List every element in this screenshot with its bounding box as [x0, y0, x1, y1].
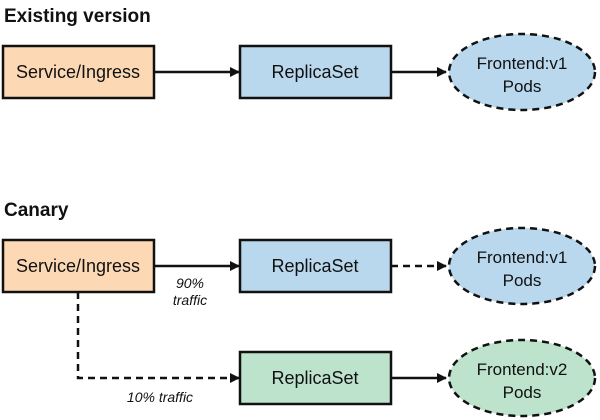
canary-service-to-replicaset-v2-edge — [76, 292, 240, 383]
existing-replicaset-box — [238, 44, 393, 100]
canary-pods-v2-label-line2: Pods — [503, 383, 542, 402]
canary-pods-v2-ellipse — [447, 338, 597, 418]
existing-version-heading: Existing version — [4, 6, 151, 27]
canary-pods-v1-ellipse — [447, 226, 597, 306]
existing-replicaset-label: ReplicaSet — [271, 62, 358, 82]
canary-pods-v2-label-line1: Frontend:v2 — [477, 360, 568, 379]
existing-pods-node: Frontend:v1 Pods — [447, 32, 597, 112]
canary-replicaset-v1-label: ReplicaSet — [271, 256, 358, 276]
canary-replicaset-v2-label: ReplicaSet — [271, 368, 358, 388]
canary-heading: Canary — [4, 200, 69, 221]
canary-replicaset-v2-box — [238, 350, 393, 406]
canary-pods-v1-label-line1: Frontend:v1 — [477, 248, 568, 267]
canary-replicaset-v1-node: ReplicaSet — [238, 238, 393, 294]
canary-pods-v2-node: Frontend:v2 Pods — [447, 338, 597, 418]
existing-service-box — [1, 44, 156, 100]
existing-pods-label-line2: Pods — [503, 77, 542, 96]
existing-service-node: Service/Ingress — [1, 44, 156, 100]
existing-replicaset-node: ReplicaSet — [238, 44, 393, 100]
canary-replicaset-v2-node: ReplicaSet — [238, 350, 393, 406]
traffic-v1-label-line2: traffic — [173, 292, 207, 308]
existing-pods-ellipse — [447, 32, 597, 112]
canary-replicaset-v1-box — [238, 238, 393, 294]
canary-pods-v1-node: Frontend:v1 Pods — [447, 226, 597, 306]
canary-service-node: Service/Ingress — [1, 238, 156, 294]
traffic-v2-label: 10% traffic — [127, 389, 193, 405]
traffic-v1-label-line1: 90% — [176, 275, 204, 291]
canary-pods-v1-label-line2: Pods — [503, 271, 542, 290]
existing-service-label: Service/Ingress — [16, 62, 140, 82]
existing-pods-label-line1: Frontend:v1 — [477, 54, 568, 73]
canary-service-label: Service/Ingress — [16, 256, 140, 276]
